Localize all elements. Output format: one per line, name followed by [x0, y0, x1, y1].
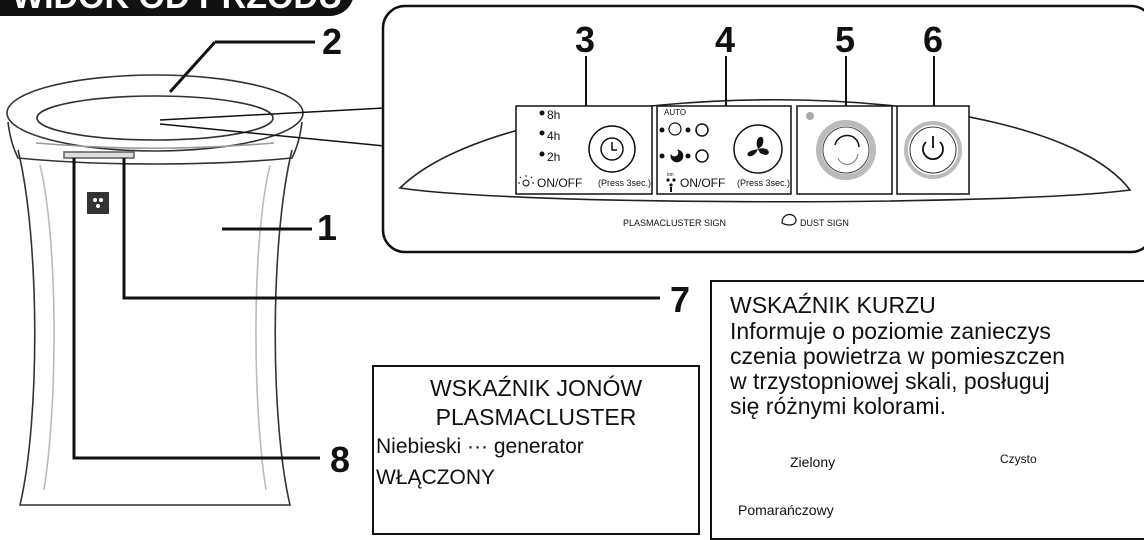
view-title-badge: WIDOK OD PRZODU [0, 0, 354, 16]
level-label-green: Zielony [790, 454, 836, 470]
callout-7: 7 [670, 279, 691, 320]
callout-4: 4 [715, 19, 736, 60]
dust-sign-icon [781, 213, 797, 226]
dust-indicator-desc-4: się różnymi kolorami. [730, 393, 946, 419]
fan-press-label: (Press 3sec.) [737, 178, 791, 188]
fan-mode-icon[interactable] [733, 124, 783, 174]
dust-sign-label: DUST SIGN [800, 218, 849, 228]
ion-indicator-on-line: WŁĄCZONY [376, 466, 496, 489]
ion-indicator-blue-line: Niebieski ··· generator [376, 435, 584, 458]
ion-indicator-title-1: WSKAŹNIK JONÓW [429, 375, 643, 401]
plasmacluster-sign-label: PLASMACLUSTER SIGN [623, 218, 727, 228]
light-icon [518, 175, 534, 187]
dust-indicator-box: WSKAŹNIK KURZU Informuje o poziomie zani… [710, 280, 1144, 540]
zoom-connector-lines [159, 107, 385, 147]
timer-button-area[interactable] [515, 105, 653, 195]
fan-blade-icon [747, 136, 769, 157]
timer-8h-label: 8h [547, 108, 561, 122]
timer-onoff-label: ON/OFF [537, 176, 583, 190]
callout-3: 3 [575, 19, 596, 60]
level-label-orange: Pomarańczowy [738, 502, 834, 518]
fan-auto-label: AUTO [664, 108, 687, 117]
fan-speed-icons [659, 122, 709, 163]
fan-onoff-label: ON/OFF [680, 176, 726, 190]
timer-press-label: (Press 3sec.) [598, 178, 652, 188]
dust-indicator-desc-2: czenia powietrza w pomieszczen [730, 343, 1065, 369]
ion-indicator-title-2: PLASMACLUSTER [435, 404, 637, 430]
power-button-area[interactable] [896, 105, 970, 195]
timer-icon[interactable] [588, 125, 636, 173]
ion-indicator-box: WSKAŹNIK JONÓW PLASMACLUSTER Niebieski ·… [372, 365, 700, 535]
arrow-label-clean: Czysto [1000, 452, 1037, 466]
dust-indicator-desc-1: Informuje o poziomie zanieczys [730, 318, 1051, 344]
power-icon[interactable] [904, 121, 962, 179]
front-view-diagram [6, 4, 1144, 522]
timer-2h-label: 2h [547, 150, 561, 164]
timer-4h-label: 4h [547, 129, 561, 143]
plasmacluster-icon [666, 178, 676, 192]
timer-leds [539, 110, 545, 157]
callout-1: 1 [317, 207, 338, 248]
callout-lines [72, 40, 660, 460]
panel-callout-lines [585, 56, 935, 106]
fan-ion-mark: ion [667, 172, 674, 178]
callout-5: 5 [835, 19, 856, 60]
air-purifier-unit [6, 74, 304, 506]
dust-sensor-icon [806, 112, 876, 180]
dust-indicator-title: WSKAŹNIK KURZU [730, 292, 936, 318]
callout-2: 2 [322, 21, 343, 62]
callout-6: 6 [923, 19, 944, 60]
dust-indicator-desc-3: w trzystopniowej skali, posługuj [730, 368, 1050, 394]
callout-8: 8 [330, 439, 351, 480]
sharp-logo-icon [87, 192, 109, 214]
view-title: WIDOK OD PRZODU [12, 0, 343, 16]
